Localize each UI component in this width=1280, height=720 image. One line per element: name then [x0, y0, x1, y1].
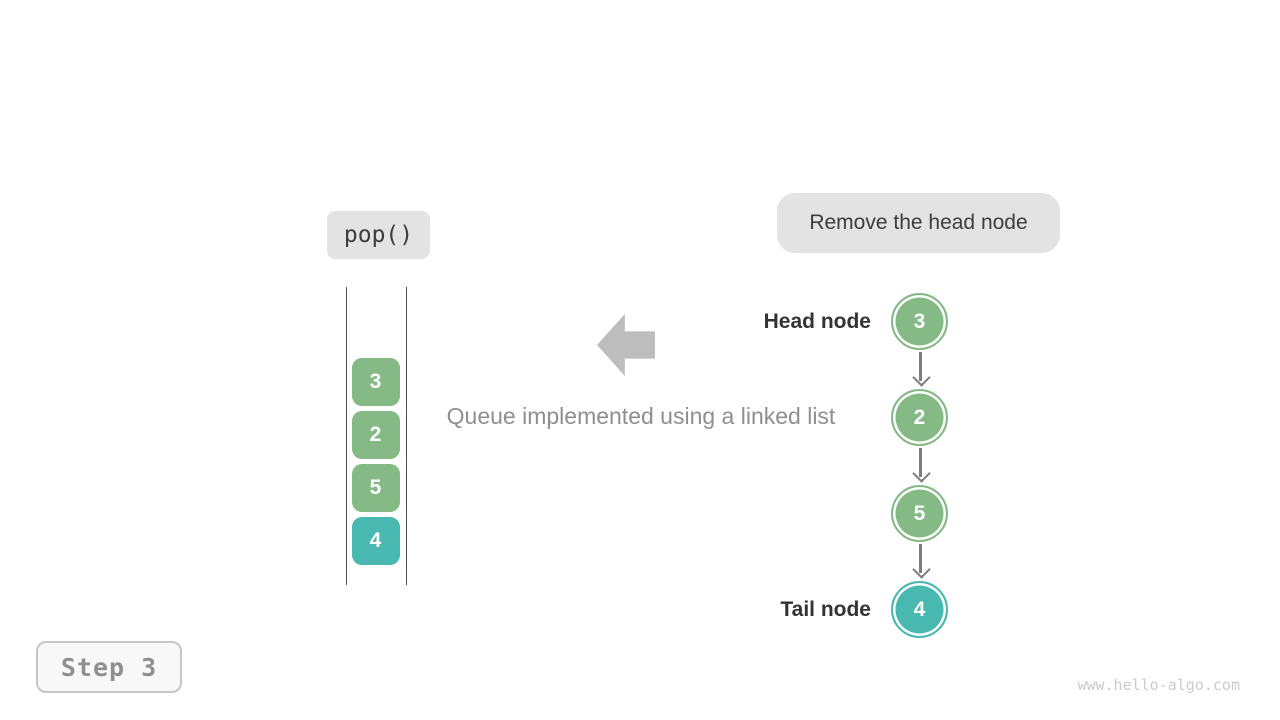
arrow-down-icon: [911, 448, 931, 485]
connector-arrowhead: [911, 368, 931, 387]
head-node-label: Head node: [763, 310, 871, 333]
queue-item: 3: [351, 358, 400, 406]
remove-head-annotation: Remove the head node: [777, 193, 1060, 253]
list-node-tail: 4: [891, 581, 948, 638]
left-block-arrow-icon: [597, 314, 655, 376]
pop-operation-label: pop(): [327, 211, 430, 259]
list-node: 2: [891, 389, 948, 446]
site-watermark: www.hello-algo.com: [1077, 676, 1240, 694]
list-node: 3: [891, 293, 948, 350]
connector-line: [919, 352, 922, 381]
queue-item-tail: 4: [351, 517, 400, 565]
connector-arrowhead: [911, 560, 931, 579]
connector-line: [919, 544, 922, 573]
connector-arrowhead: [911, 464, 931, 483]
queue-container: 3 2 5 4: [346, 287, 407, 585]
connector-line: [919, 448, 922, 477]
diagram-caption: Queue implemented using a linked list: [446, 403, 836, 429]
arrow-down-icon: [911, 544, 931, 581]
list-node: 5: [891, 485, 948, 542]
queue-item: 5: [351, 464, 400, 512]
step-indicator: Step 3: [36, 641, 182, 693]
queue-item: 2: [351, 411, 400, 459]
tail-node-label: Tail node: [780, 598, 871, 621]
arrow-down-icon: [911, 352, 931, 389]
